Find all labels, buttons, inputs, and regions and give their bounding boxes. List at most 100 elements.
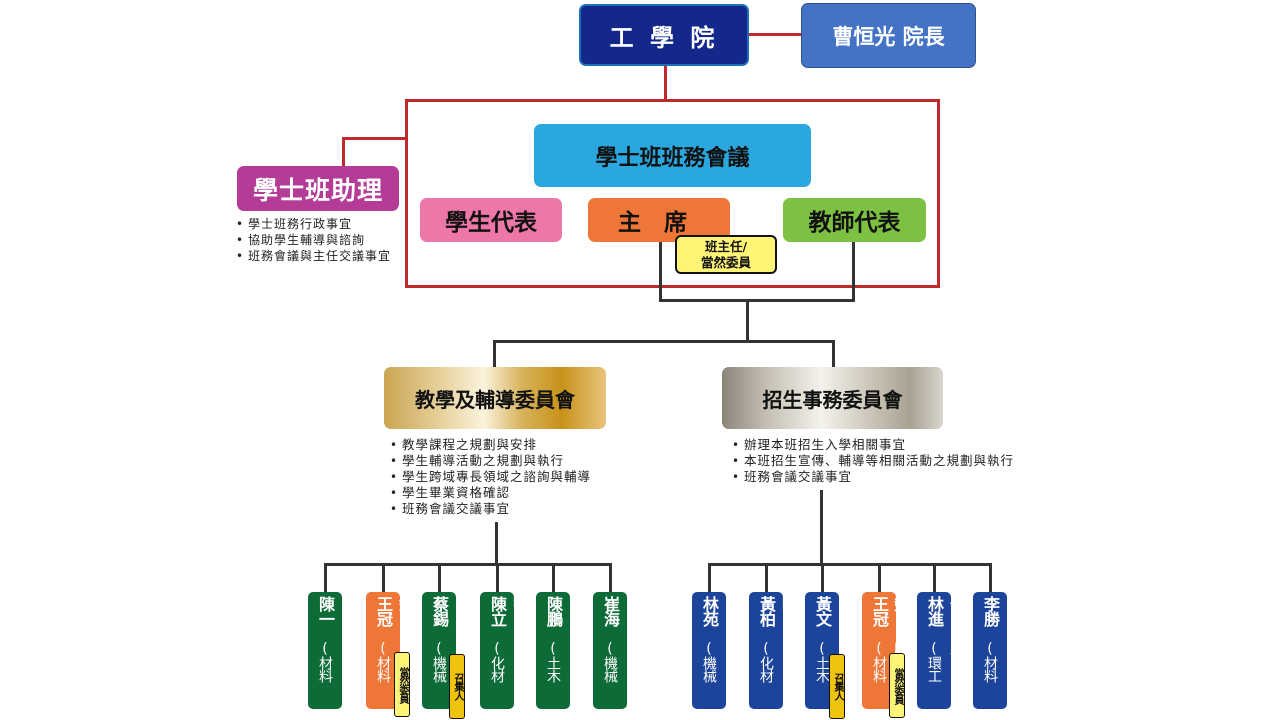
duty-item: 學生畢業資格確認 xyxy=(390,485,591,501)
member-drop-line xyxy=(933,563,936,593)
duty-item: 教學課程之規劃與安排 xyxy=(390,437,591,453)
council-frame-left xyxy=(405,99,408,288)
teaching-committee-box[interactable]: 教學及輔導委員會 xyxy=(384,367,606,429)
member-name: 黃柏榮 xyxy=(723,596,776,626)
member-drop-line xyxy=(765,563,768,593)
committee1-drop xyxy=(493,340,496,368)
member-name: 蔡錫錚 xyxy=(396,596,449,626)
member-name: 王冠文 xyxy=(340,596,393,626)
member-card[interactable]: 李勝偉 (材料所) xyxy=(947,592,1007,709)
duty-item: 協助學生輔導與諮詢 xyxy=(236,232,391,248)
assistant-box[interactable]: 學士班助理 xyxy=(237,166,399,211)
member-affiliation: (化材系) xyxy=(724,640,774,682)
member-name: 陳鵬宇 xyxy=(510,596,563,626)
committee-branch-line xyxy=(493,340,835,343)
member-name: 陳一塵 xyxy=(282,596,335,626)
assistant-duties: 學士班務行政事宜 協助學生輔導與諮詢 班務會議與主任交議事宜 xyxy=(236,216,391,264)
college-box[interactable]: 工 學 院 xyxy=(579,4,749,66)
council-frame-bottom xyxy=(405,285,940,288)
member-affiliation: (材料所) xyxy=(341,640,391,682)
admissions-committee-duties: 辦理本班招生入學相關事宜 本班招生宣傳、輔導等相關活動之規劃與執行 班務會議交議… xyxy=(732,437,1014,485)
college-council-connector xyxy=(664,66,667,101)
ex-officio-tag: 當然委員 xyxy=(394,652,410,717)
chair-down-line xyxy=(659,241,662,301)
duty-item: 班務會議交議事宜 xyxy=(390,501,591,517)
teaching-committee-label: 教學及輔導委員會 xyxy=(415,387,575,412)
member-name: 王冠文 xyxy=(836,596,889,626)
admissions-committee-box[interactable]: 招生事務委員會 xyxy=(722,367,943,429)
member-drop-line xyxy=(438,563,441,593)
member-name: 李勝偉 xyxy=(947,596,1000,626)
committee1-members-trunk xyxy=(495,522,498,565)
assistant-connector-v xyxy=(342,137,345,169)
committee2-drop xyxy=(832,340,835,368)
member-drop-line xyxy=(989,563,992,593)
member-drop-line xyxy=(821,563,824,593)
member-drop-line xyxy=(496,563,499,593)
tag-label: 召集人 xyxy=(832,673,843,700)
trunk-line xyxy=(746,299,749,342)
faculty-down-line xyxy=(852,241,855,301)
college-label: 工 學 院 xyxy=(609,23,719,52)
member-affiliation: (材料所) xyxy=(283,640,333,682)
member-card[interactable]: 陳鵬宇 (土木系) xyxy=(510,592,570,709)
duty-item: 學生輔導活動之規劃與執行 xyxy=(390,453,591,469)
member-drop-line xyxy=(382,563,385,593)
member-card[interactable]: 林苑婷 (機械系) xyxy=(666,592,726,709)
member-drop-line xyxy=(878,563,881,593)
council-frame-top xyxy=(405,99,940,102)
member-affiliation: (機械系) xyxy=(568,640,618,682)
member-card[interactable]: 王冠文 (材料所) xyxy=(340,592,400,709)
member-card[interactable]: 陳一塵 (材料所) xyxy=(282,592,342,709)
member-affiliation: (機械系) xyxy=(667,640,717,682)
assistant-label: 學士班助理 xyxy=(252,175,383,205)
committee2-members-trunk xyxy=(820,490,823,565)
chair-label: 主 席 xyxy=(618,210,687,236)
council-join-line xyxy=(659,299,855,302)
member-affiliation: (土木系) xyxy=(511,640,561,682)
tag-label: 當然委員 xyxy=(397,666,408,703)
chair-role-tag: 班主任/ 當然委員 xyxy=(675,235,777,274)
member-drop-line xyxy=(609,563,612,593)
member-card[interactable]: 陳立業(化材系) xyxy=(454,592,514,709)
tag-label: 召集人 xyxy=(452,673,463,700)
member-name: 陳立業 xyxy=(454,596,507,626)
dean-label: 曹恒光 院長 xyxy=(832,24,945,49)
chair-box[interactable]: 主 席 xyxy=(588,198,730,242)
member-card[interactable]: 黃柏榮 (化材系) xyxy=(723,592,783,709)
member-card[interactable]: 崔海平 (機械系) xyxy=(567,592,627,709)
member-name: 林苑婷 xyxy=(666,596,719,626)
student-rep-box[interactable]: 學生代表 xyxy=(420,198,562,242)
member-affiliation: (材料所) xyxy=(948,640,998,682)
chair-tag-line2: 當然委員 xyxy=(700,254,751,270)
council-frame-right xyxy=(937,99,940,288)
member-drop-line xyxy=(324,563,327,593)
faculty-rep-box[interactable]: 教師代表 xyxy=(783,198,926,242)
duty-item: 學生跨域專長領域之諮詢與輔導 xyxy=(390,469,591,485)
council-label: 學士班班務會議 xyxy=(595,145,750,171)
duty-item: 班務會議交議事宜 xyxy=(732,469,1014,485)
duty-item: 本班招生宣傳、輔導等相關活動之規劃與執行 xyxy=(732,453,1014,469)
member-name: 林進榮 xyxy=(891,596,944,626)
duty-item: 班務會議與主任交議事宜 xyxy=(236,248,391,264)
member-drop-line xyxy=(552,563,555,593)
faculty-rep-label: 教師代表 xyxy=(808,210,901,236)
committee2-members-bar xyxy=(708,563,990,566)
convener-tag: 召集人 xyxy=(829,654,845,719)
committee1-members-bar xyxy=(324,563,611,566)
member-name: 崔海平 xyxy=(567,596,620,626)
teaching-committee-duties: 教學課程之規劃與安排 學生輔導活動之規劃與執行 學生跨域專長領域之諮詢與輔導 學… xyxy=(390,437,591,517)
chair-tag-line1: 班主任/ xyxy=(704,238,748,254)
student-rep-label: 學生代表 xyxy=(445,210,537,236)
member-name: 黃文昭 xyxy=(779,596,832,626)
dean-box[interactable]: 曹恒光 院長 xyxy=(801,3,976,68)
duty-item: 學士班務行政事宜 xyxy=(236,216,391,232)
member-drop-line xyxy=(708,563,711,593)
member-affiliation: (土木系) xyxy=(780,640,830,682)
convener-tag: 召集人 xyxy=(449,654,465,719)
college-dean-connector xyxy=(748,33,802,36)
council-box[interactable]: 學士班班務會議 xyxy=(534,124,811,187)
duty-item: 辦理本班招生入學相關事宜 xyxy=(732,437,1014,453)
ex-officio-tag: 當然委員 xyxy=(889,653,905,718)
admissions-committee-label: 招生事務委員會 xyxy=(762,387,903,412)
